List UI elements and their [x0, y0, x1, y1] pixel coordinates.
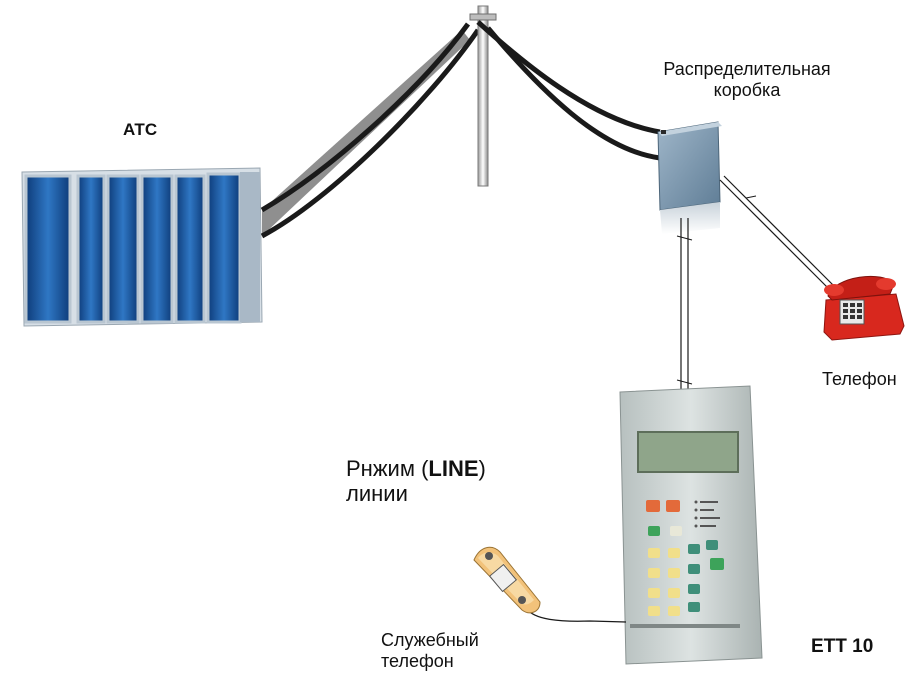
distribution-box-label-line1: Распределительная — [663, 59, 831, 79]
service-phone-label: Служебный телефон — [381, 630, 479, 671]
atc-equipment — [21, 167, 263, 327]
box-to-device-wire — [676, 218, 693, 392]
telephone-label: Телефон — [822, 369, 897, 389]
line-mode-label-line2: линии — [346, 481, 408, 507]
service-handset-icon — [473, 546, 541, 614]
distribution-box-label: Распределительная коробка — [636, 59, 858, 100]
service-phone-label-line1: Служебный — [381, 630, 479, 650]
box-to-telephone-wire — [719, 175, 837, 293]
device-name-label: ETT 10 — [811, 636, 874, 657]
ett10-device — [619, 385, 763, 665]
distribution-box-label-line2: коробка — [713, 79, 781, 100]
distribution-box — [657, 121, 722, 234]
device-keypad — [646, 500, 724, 616]
line-mode-suffix: ) — [478, 456, 486, 481]
telephone-pole — [469, 5, 497, 187]
service-phone-label-line2: телефон — [381, 650, 454, 671]
line-mode-label-line1: Рнжим (LINE) — [346, 456, 486, 481]
line-mode-label: Рнжим (LINE) линии — [346, 456, 486, 507]
pole-to-box-cables — [476, 20, 661, 161]
atc-label: АТС — [123, 120, 158, 139]
handset-cable — [525, 607, 627, 623]
line-mode-keyword: LINE — [428, 456, 479, 481]
line-mode-prefix: Рнжим ( — [346, 456, 429, 481]
atc-to-pole-cables — [260, 22, 481, 239]
telephone-icon — [823, 275, 905, 341]
